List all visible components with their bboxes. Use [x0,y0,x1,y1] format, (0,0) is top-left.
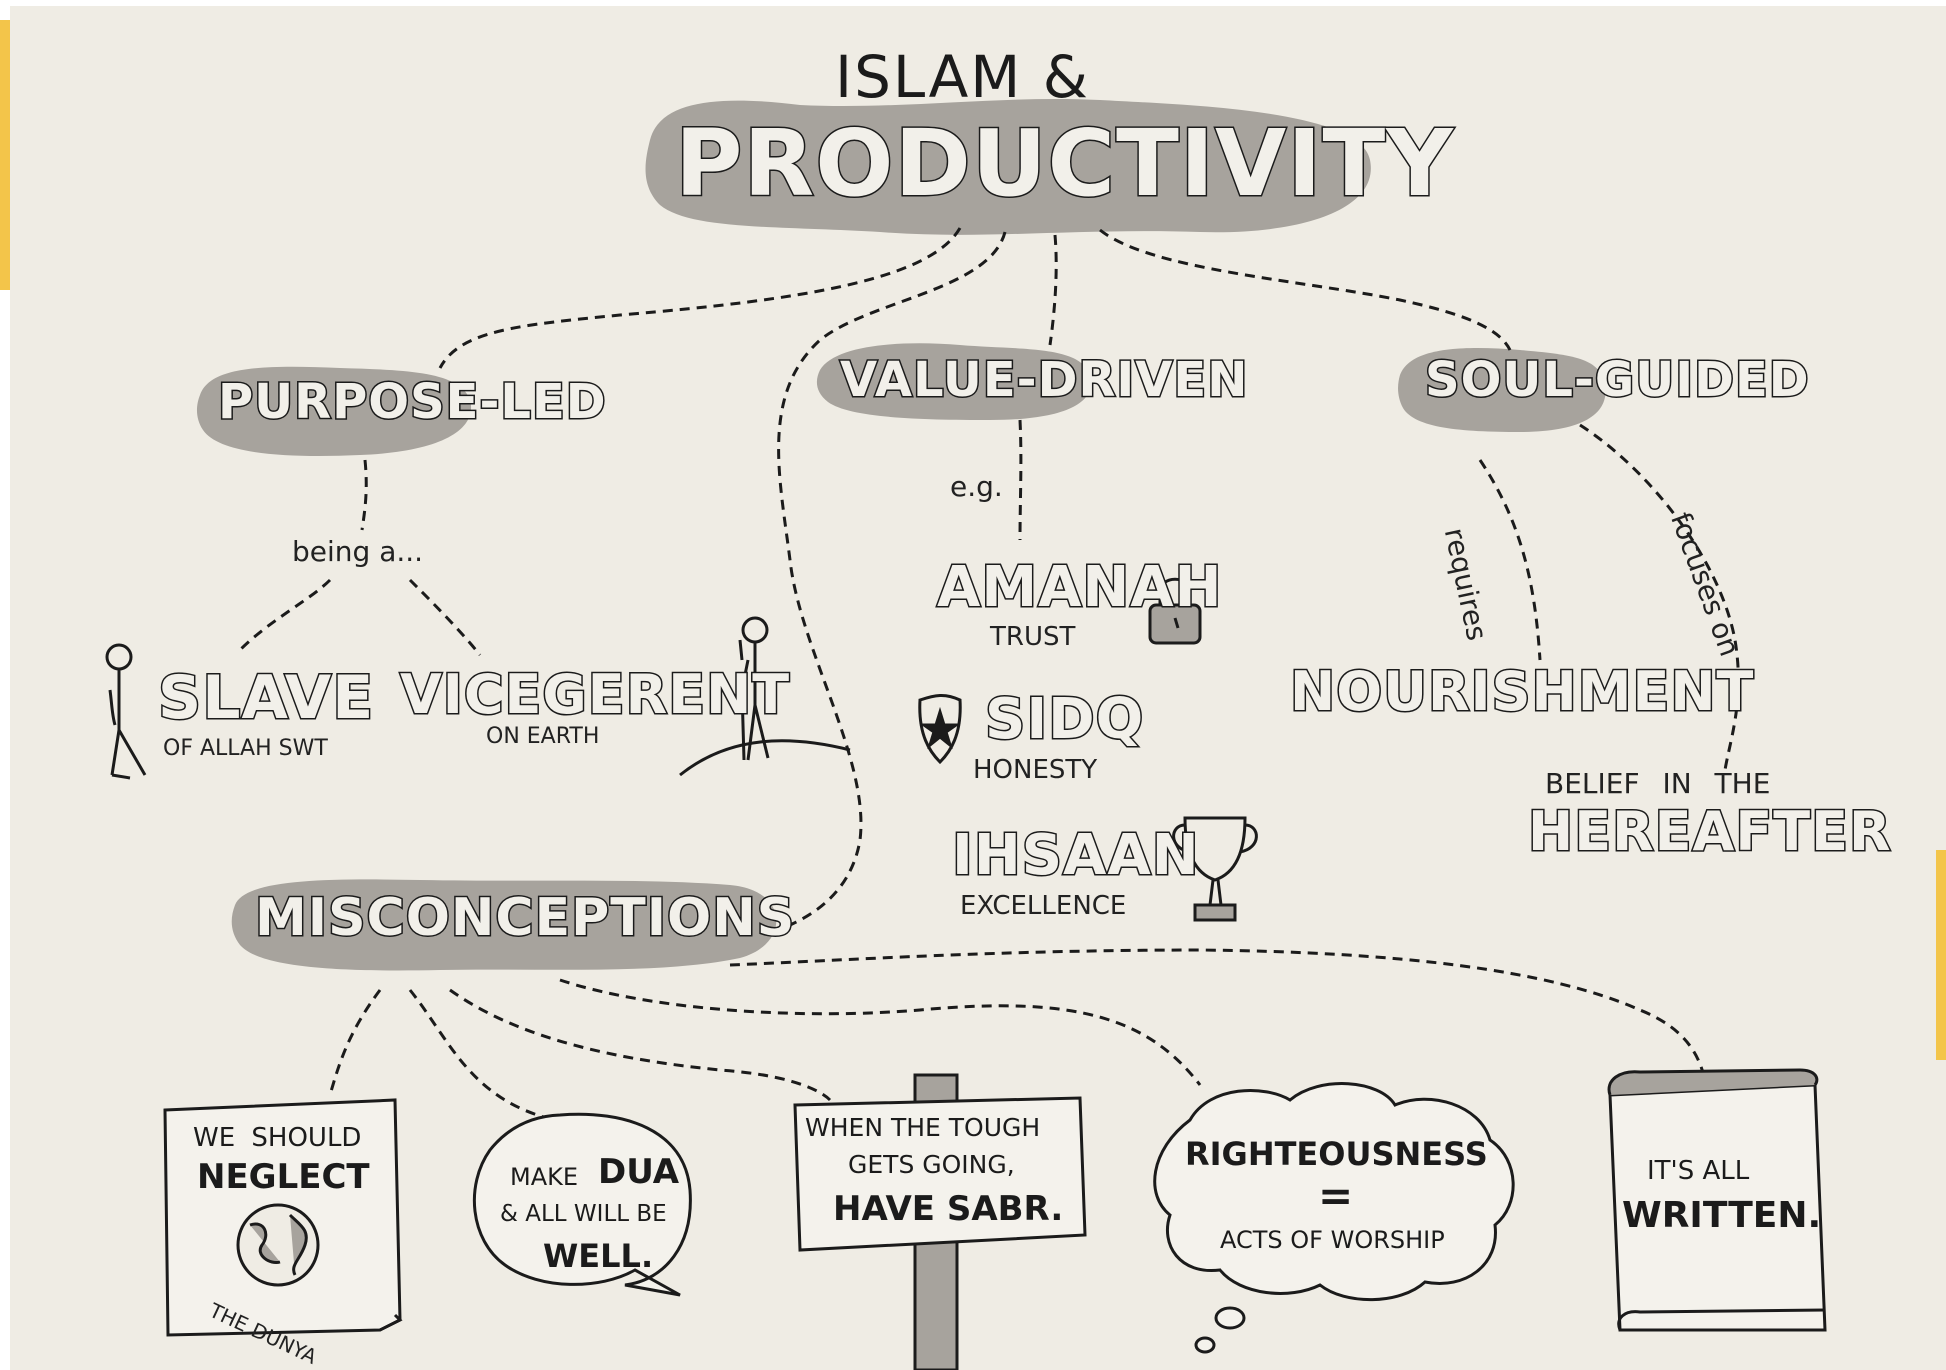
value-blob [816,343,1092,420]
book-line-2: WRITTEN. [1622,1195,1822,1236]
shield-star-icon [918,694,962,765]
connector-to-vicegerent [408,578,482,656]
right-edge-accent [1936,850,1946,1060]
globe-icon [236,1203,320,1287]
connector-label-eg: e.g. [950,470,1003,503]
value-amanah: AMANAH [935,555,1223,620]
stick-figure-standing-icon [679,616,851,777]
signpost [793,1073,1087,1370]
speech-line-1b: DUA [598,1152,680,1192]
stick-figure-kneeling-icon [105,643,147,780]
book-drawing [1607,1068,1827,1332]
connector-purpose-down [360,459,368,531]
branch-misconceptions: MISCONCEPTIONS [253,888,796,948]
connector-to-sign [449,988,832,1102]
value-amanah-sub: TRUST [990,622,1076,652]
node-vicegerent-sub: ON EARTH [486,724,600,749]
title-line-2: PRODUCTIVITY [674,110,1455,217]
poster-line-1: WE SHOULD [193,1123,362,1153]
node-slave-sub: OF ALLAH SWT [163,736,328,761]
speech-bubble [472,1112,692,1297]
node-belief-line-1: BELIEF IN THE [1545,767,1771,800]
title-blob [645,98,1371,235]
value-sidq: SIDQ [983,687,1145,752]
node-belief-hereafter: HEREAFTER [1527,800,1893,863]
connector-to-poster [328,989,382,1096]
connector-title-to-soul [1099,228,1512,351]
trophy-icon [1172,816,1258,922]
speech-line-1a: MAKE [510,1163,579,1191]
speech-line-2: & ALL WILL BE [500,1201,667,1227]
node-vicegerent: VICEGERENT [398,663,791,726]
connector-to-thought [559,978,1202,1086]
sign-line-2: GETS GOING, [848,1150,1015,1179]
speech-line-3: WELL. [543,1237,654,1275]
node-nourishment: NOURISHMENT [1288,660,1755,723]
poster-line-2: NEGLECT [197,1157,370,1197]
thought-line-1: RIGHTEOUSNESS [1185,1135,1488,1173]
padlock-icon [1148,577,1202,645]
book-line-1: IT'S ALL [1647,1156,1750,1186]
left-edge-accent [0,20,10,290]
thought-line-3: ACTS OF WORSHIP [1220,1226,1445,1254]
purpose-blob [196,366,472,456]
connector-label-being-a: being a... [292,535,424,568]
connector-to-slave [238,578,332,652]
sign-line-1: WHEN THE TOUGH [805,1113,1041,1142]
connector-value-down [1018,419,1023,541]
branch-purpose-led: PURPOSE-LED [217,374,608,430]
value-sidq-sub: HONESTY [973,755,1098,785]
connector-soul-focuses [1579,423,1740,771]
misconceptions-blob [231,879,777,971]
soul-blob [1398,348,1606,432]
value-ihsaan: IHSAAN [951,823,1201,888]
connector-to-speech [408,989,556,1122]
node-slave: SLAVE [156,663,375,733]
connector-title-to-purpose [438,227,962,369]
title-line-1: ISLAM & [835,43,1090,111]
connector-title-to-value [1048,234,1058,346]
connector-title-to-misconceptions [777,231,1007,927]
connector-soul-requires [1478,459,1542,661]
thought-cloud [1153,1082,1515,1354]
connector-to-book [729,948,1707,1081]
sign-line-3: HAVE SABR. [833,1189,1064,1229]
branch-value-driven: VALUE-DRIVEN [838,352,1249,408]
thought-line-2: = [1318,1171,1354,1220]
value-ihsaan-sub: EXCELLENCE [960,891,1127,921]
branch-soul-guided: SOUL-GUIDED [1424,352,1811,408]
